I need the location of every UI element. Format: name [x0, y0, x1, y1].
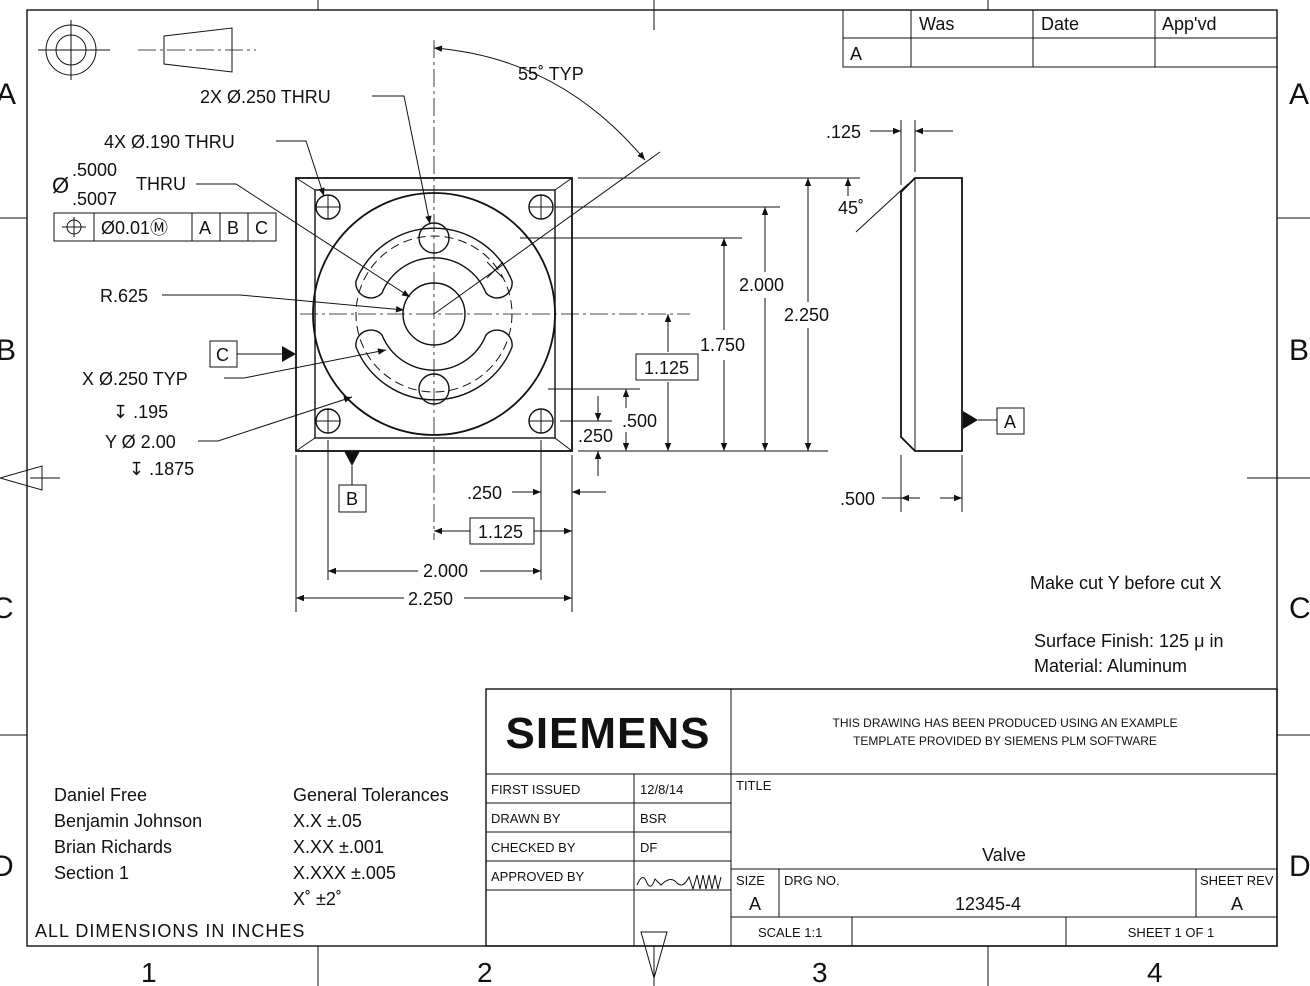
side-view: .125 45˚ .500 [826, 120, 963, 512]
datum-b-label: B [346, 489, 358, 509]
size-value: A [749, 894, 761, 914]
front-view [295, 40, 690, 540]
drawing-title: Valve [982, 845, 1026, 865]
fcf-tolerance: Ø0.01Ⓜ [101, 218, 168, 238]
zone-row-c: C [0, 592, 14, 625]
zone-col-2: 2 [477, 957, 493, 986]
bore-diameter-symbol: Ø [52, 173, 69, 198]
drg-no-label: DRG NO. [784, 873, 840, 888]
author-3: Brian Richards [54, 837, 172, 857]
datum-c: C [209, 340, 296, 368]
zone-row-a: A [0, 78, 16, 111]
disclaimer-line-2: TEMPLATE PROVIDED BY SIEMENS PLM SOFTWAR… [853, 734, 1157, 748]
x-depth-callout: ↧ .195 [113, 402, 168, 422]
chamfer-angle-callout: 45˚ [838, 198, 864, 218]
general-tolerances: General Tolerances X.X ±.05 X.XX ±.001 X… [293, 785, 449, 909]
rev-header-date: Date [1041, 14, 1079, 34]
bore-lower-limit: .5007 [72, 189, 117, 209]
datum-c-label: C [216, 345, 229, 365]
zone-row-b: B [0, 334, 16, 367]
approver-signature [636, 874, 722, 891]
zone-row-a-right: A [1289, 78, 1309, 111]
note-surface-finish: Surface Finish: 125 μ in [1034, 631, 1223, 651]
fcf-datum-a: A [199, 218, 211, 238]
zone-row-b-right: B [1289, 334, 1309, 367]
angle-typ-callout: 55˚ TYP [518, 64, 584, 84]
checked-by-label: CHECKED BY [491, 840, 576, 855]
radius-callout: R.625 [100, 286, 148, 306]
fcf-datum-c: C [255, 218, 268, 238]
general-notes: Make cut Y before cut X Surface Finish: … [1030, 573, 1223, 676]
dim-offset-v-500: .500 [622, 411, 657, 431]
section-label: Section 1 [54, 863, 129, 883]
dim-overall-height: 2.250 [784, 305, 829, 325]
siemens-logo: SIEMENS [505, 709, 710, 758]
dim-side-thickness: .500 [840, 489, 875, 509]
datum-a-label: A [1004, 412, 1016, 432]
first-issued-label: FIRST ISSUED [491, 782, 580, 797]
author-2: Benjamin Johnson [54, 811, 202, 831]
checked-by-value: DF [640, 840, 657, 855]
zone-row-d: D [0, 850, 14, 883]
disclaimer-line-1: THIS DRAWING HAS BEEN PRODUCED USING AN … [833, 716, 1178, 730]
y-counterbore-callout: Y Ø 2.00 [105, 432, 176, 452]
rev-row-label: A [850, 44, 862, 64]
dim-offset-h: .250 [467, 483, 502, 503]
dim-bolt-height: 2.000 [739, 275, 784, 295]
sheet-rev-label: SHEET REV [1200, 873, 1274, 888]
drawn-by-value: BSR [640, 811, 667, 826]
author-list: Daniel Free Benjamin Johnson Brian Richa… [54, 785, 202, 883]
dim-side-chamfer: .125 [826, 122, 861, 142]
dim-offset-v-250: .250 [578, 426, 613, 446]
note-material: Material: Aluminum [1034, 656, 1187, 676]
tolerance-3: X.XXX ±.005 [293, 863, 396, 883]
projection-symbol [38, 20, 256, 80]
scale-label: SCALE 1:1 [758, 925, 822, 940]
bore-upper-limit: .5000 [72, 160, 117, 180]
note-cut-order: Make cut Y before cut X [1030, 573, 1221, 593]
first-issued-value: 12/8/14 [640, 782, 683, 797]
zone-col-4: 4 [1147, 957, 1163, 986]
zone-col-3: 3 [812, 957, 828, 986]
zone-row-d-right: D [1289, 850, 1310, 883]
units-note: ALL DIMENSIONS IN INCHES [35, 921, 305, 941]
dim-slot-height: 1.750 [700, 335, 745, 355]
title-block: SIEMENS THIS DRAWING HAS BEEN PRODUCED U… [485, 688, 1278, 947]
dim-overall-width: 2.250 [408, 589, 453, 609]
sheet-rev-value: A [1231, 894, 1243, 914]
dim-basic-center-v: 1.125 [644, 358, 689, 378]
drg-no-value: 12345-4 [955, 894, 1021, 914]
two-x-thru-callout: 2X Ø.250 THRU [200, 87, 331, 107]
datum-a: A [963, 407, 1025, 435]
approved-by-label: APPROVED BY [491, 869, 585, 884]
y-depth-callout: ↧ .1875 [129, 459, 194, 479]
front-view-callouts: 55˚ TYP 2X Ø.250 THRU 4X Ø.190 THRU Ø .5… [52, 45, 661, 479]
tolerance-1: X.X ±.05 [293, 811, 362, 831]
zone-row-c-right: C [1289, 592, 1310, 625]
dim-basic-center-h: 1.125 [478, 522, 523, 542]
four-x-thru-callout: 4X Ø.190 THRU [104, 132, 235, 152]
rev-header-was: Was [919, 14, 954, 34]
revision-table: Was Date App'vd A [842, 9, 1278, 68]
dim-bolt-width: 2.000 [423, 561, 468, 581]
fcf-datum-b: B [227, 218, 239, 238]
zone-row-markers: A B C D A B C D [0, 78, 1310, 883]
title-label: TITLE [736, 778, 772, 793]
zone-col-1: 1 [141, 957, 157, 986]
tolerance-4: X˚ ±2˚ [293, 889, 342, 909]
rev-header-appvd: App'vd [1162, 14, 1216, 34]
tolerance-2: X.XX ±.001 [293, 837, 384, 857]
datum-b: B [338, 451, 367, 513]
size-label: SIZE [736, 873, 765, 888]
zone-column-markers: 1 2 3 4 [141, 957, 1163, 986]
bore-thru-label: THRU [136, 174, 186, 194]
feature-control-frame: Ø0.01Ⓜ A B C [53, 212, 277, 242]
front-view-dimensions: 2.000 2.250 1.125 .250 .250 .500 1.125 1… [295, 177, 860, 612]
drawn-by-label: DRAWN BY [491, 811, 561, 826]
sheet-number: SHEET 1 OF 1 [1128, 925, 1214, 940]
tolerance-heading: General Tolerances [293, 785, 449, 805]
author-1: Daniel Free [54, 785, 147, 805]
x-slot-callout: X Ø.250 TYP [82, 369, 188, 389]
